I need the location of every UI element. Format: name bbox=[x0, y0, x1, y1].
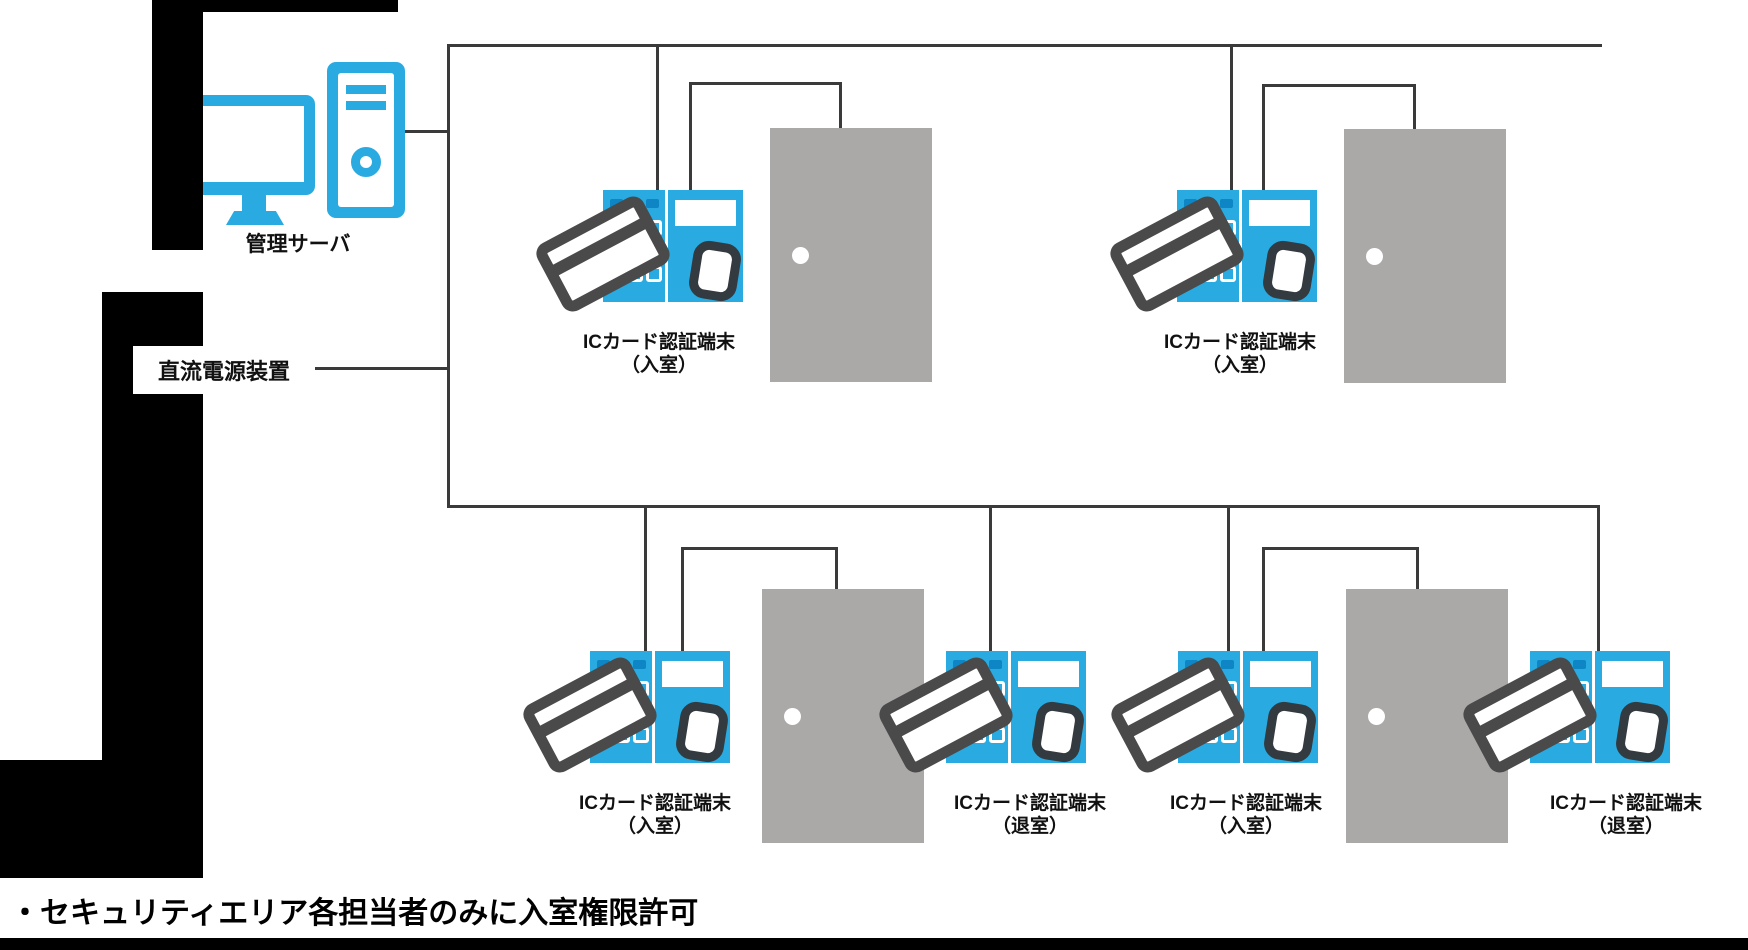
terminal-4-label: ICカード認証端末（退室） bbox=[953, 793, 1106, 837]
terminal-1-entry bbox=[532, 190, 744, 316]
ic-card-stripe bbox=[552, 218, 647, 276]
door-room2 bbox=[1344, 129, 1506, 383]
keypad-dash bbox=[989, 660, 1002, 669]
reader-display bbox=[1602, 661, 1663, 687]
keypad-dash bbox=[1573, 660, 1586, 669]
connector-bracket1-left bbox=[689, 82, 692, 190]
terminal-6-exit bbox=[1459, 651, 1671, 777]
ic-card-stripe bbox=[1127, 679, 1222, 737]
connector-bracket3-door bbox=[835, 547, 838, 591]
connector-bracket3-left bbox=[681, 547, 684, 651]
connector-power-link bbox=[315, 367, 449, 370]
connector-bracket4-top bbox=[1262, 547, 1419, 550]
terminal-6-label: ICカード認証端末（退室） bbox=[1549, 793, 1702, 837]
connector-bracket4-door bbox=[1416, 547, 1419, 591]
black-bottom-strip bbox=[0, 938, 1748, 950]
black-top-strip bbox=[152, 0, 398, 12]
connector-server-link bbox=[405, 130, 449, 133]
keypad-dash bbox=[633, 660, 646, 669]
connector-drop-terminal4 bbox=[989, 505, 992, 651]
connector-drop-terminal5 bbox=[1227, 505, 1230, 651]
security-note-banner: ・セキュリティエリア各担当者のみに入室権限許可 bbox=[0, 881, 728, 938]
connector-bracket1-top bbox=[689, 82, 841, 85]
connector-bracket4-left bbox=[1262, 547, 1265, 651]
power-supply-label: 直流電源装置 bbox=[133, 346, 315, 394]
connector-drop-terminal1 bbox=[656, 44, 659, 190]
connector-bracket2-door bbox=[1413, 84, 1416, 131]
monitor-stand bbox=[242, 195, 266, 213]
keypad-dash bbox=[1220, 199, 1233, 208]
terminal-4-exit bbox=[875, 651, 1087, 777]
reader-display bbox=[1018, 661, 1079, 687]
reader-display bbox=[662, 661, 723, 687]
connector-bracket1-door bbox=[839, 82, 842, 130]
connector-left-trunk bbox=[447, 44, 450, 508]
connector-drop-terminal3 bbox=[644, 505, 647, 651]
terminal-5-label: ICカード認証端末（入室） bbox=[1169, 793, 1322, 837]
door-knob bbox=[784, 708, 801, 725]
connector-bracket2-top bbox=[1262, 84, 1416, 87]
connector-bracket3-top bbox=[681, 547, 838, 550]
monitor-base bbox=[226, 211, 284, 225]
monitor-screen bbox=[199, 106, 304, 182]
server-label: 管理サーバ bbox=[245, 233, 351, 256]
black-top-left-column bbox=[152, 0, 203, 250]
connector-top-bus bbox=[447, 44, 1602, 47]
door-room1 bbox=[770, 128, 932, 382]
terminal-2-label: ICカード認証端末（入室） bbox=[1163, 332, 1316, 376]
server-tower-panel bbox=[338, 73, 394, 207]
ic-card-stripe bbox=[1126, 218, 1221, 276]
black-bottom-left-block bbox=[0, 760, 203, 878]
reader-display bbox=[1249, 200, 1310, 226]
reader-display bbox=[675, 200, 736, 226]
keypad-dash bbox=[646, 199, 659, 208]
security-note-text: ・セキュリティエリア各担当者のみに入室権限許可 bbox=[10, 896, 699, 930]
ic-card-stripe bbox=[539, 679, 634, 737]
connector-drop-terminal2 bbox=[1230, 44, 1233, 190]
reader-display bbox=[1250, 661, 1311, 687]
server-slot bbox=[346, 85, 386, 94]
door-knob bbox=[792, 247, 809, 264]
door-knob bbox=[1366, 248, 1383, 265]
connector-drop-terminal6 bbox=[1597, 505, 1600, 653]
terminal-3-entry bbox=[519, 651, 731, 777]
connector-bracket2-left bbox=[1262, 84, 1265, 190]
terminal-2-entry bbox=[1106, 190, 1318, 316]
terminal-3-label: ICカード認証端末（入室） bbox=[578, 793, 731, 837]
terminal-1-label: ICカード認証端末（入室） bbox=[582, 332, 735, 376]
keypad-dash bbox=[1221, 660, 1234, 669]
server-slot bbox=[346, 101, 386, 110]
terminal-5-entry bbox=[1107, 651, 1319, 777]
connector-bottom-bus bbox=[447, 505, 1600, 508]
door-knob bbox=[1368, 708, 1385, 725]
server-power-button bbox=[351, 147, 381, 177]
